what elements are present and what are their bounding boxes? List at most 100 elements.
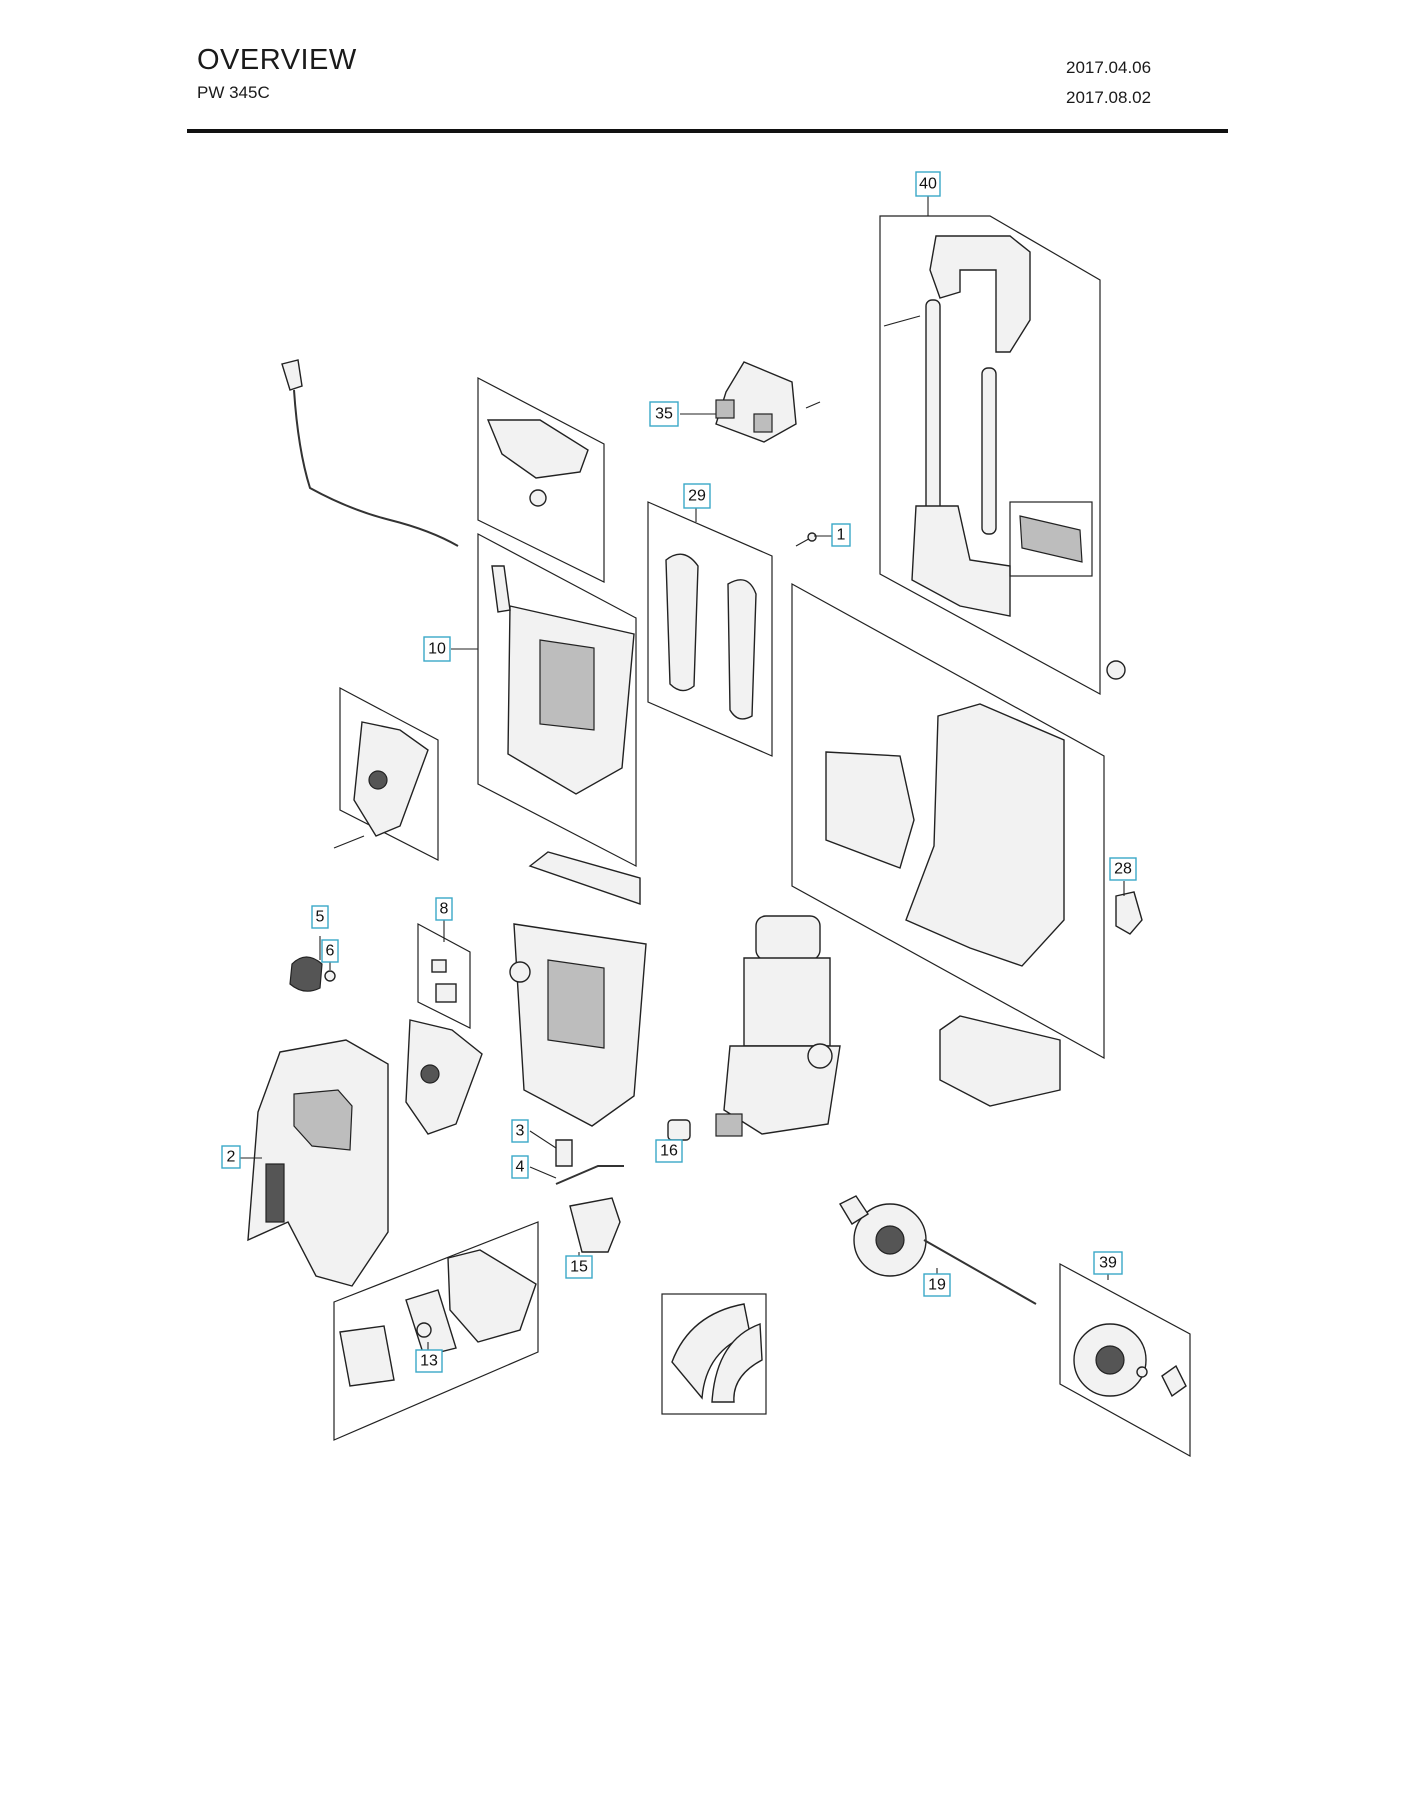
power-cord	[293, 389, 459, 547]
chassis-lower-knob	[509, 961, 531, 983]
tray-knob	[416, 1322, 432, 1338]
callout-3-label: 3	[516, 1123, 525, 1140]
axle	[923, 1239, 1037, 1305]
upper-knob	[529, 489, 547, 507]
callout-6-label: 6	[326, 943, 335, 960]
power-plug	[281, 359, 303, 391]
tray-plate	[339, 1325, 395, 1387]
lower-trim-piece	[528, 851, 641, 905]
main-housing-kit	[791, 582, 1105, 1107]
front-cover-logo	[265, 1163, 285, 1223]
callout-6: 6	[321, 939, 339, 963]
callout-5: 5	[311, 905, 329, 929]
chassis-motor-bay	[539, 639, 595, 731]
top-cover-part	[715, 361, 821, 443]
callout-29-label: 29	[688, 488, 706, 505]
side-clip	[1115, 891, 1143, 935]
leader-lines	[240, 196, 1125, 1350]
switch-frame	[417, 922, 471, 1029]
front-panel-button	[368, 770, 388, 790]
callout-4-label: 4	[516, 1159, 525, 1176]
callout-35-label: 35	[655, 406, 673, 423]
top-cover-screw	[805, 401, 821, 409]
bracket-part	[555, 1139, 573, 1167]
callout-28-label: 28	[1114, 861, 1132, 878]
callout-2: 2	[221, 1145, 241, 1169]
storage-tray-kit	[333, 1221, 539, 1441]
wheel-washer	[1136, 1366, 1148, 1378]
upper-cover-group	[477, 377, 605, 583]
callout-4: 4	[511, 1155, 529, 1179]
motor-cap	[755, 915, 821, 961]
upper-cover-frame	[477, 377, 605, 583]
handle-assembly-frame	[879, 215, 1101, 696]
tray-gasket	[405, 1289, 457, 1357]
pump-motor-part	[715, 915, 841, 1137]
side-cover-right	[711, 1323, 763, 1403]
date-created: 2017.04.06	[1066, 58, 1152, 77]
wheel-cap-right	[1161, 1364, 1187, 1398]
callout-10: 10	[423, 636, 451, 662]
leader-3	[529, 1130, 557, 1149]
housing-rear-shell	[905, 703, 1065, 967]
front-panel-screw	[333, 835, 365, 849]
callout-1: 1	[831, 523, 851, 547]
housing-inner-panel	[825, 751, 915, 869]
callout-8: 8	[435, 897, 453, 921]
callout-29: 29	[683, 483, 711, 509]
callout-15: 15	[565, 1255, 593, 1279]
callout-40: 40	[915, 171, 941, 197]
handle-cap	[1106, 660, 1126, 680]
callout-10-label: 10	[428, 641, 446, 658]
lower-front-panel-button	[420, 1064, 440, 1084]
screw-head	[807, 532, 817, 542]
top-cover-slot-left	[715, 399, 735, 419]
side-cover-frame	[661, 1293, 767, 1415]
left-tube	[925, 299, 941, 535]
chassis-lower-motor-bay	[547, 959, 605, 1049]
callout-1-label: 1	[837, 527, 846, 544]
inlet-fitting	[667, 1119, 691, 1141]
front-panel	[353, 721, 429, 837]
callout-5-label: 5	[316, 909, 325, 926]
callout-3: 3	[511, 1119, 529, 1143]
front-cover	[247, 1039, 389, 1287]
wheel-left-hub	[875, 1225, 905, 1255]
switch-upper	[431, 959, 447, 973]
upper-trim-piece	[486, 419, 589, 479]
tray-cup	[447, 1249, 537, 1343]
wheel-kit-frame	[1059, 1262, 1191, 1458]
callout-39-label: 39	[1099, 1255, 1117, 1272]
switch-knob-part	[289, 936, 336, 992]
header-rule	[187, 129, 1228, 133]
chassis-half-frame	[477, 533, 637, 867]
switch-body	[435, 983, 457, 1003]
page-title: OVERVIEW	[197, 44, 357, 76]
top-cover-slot-right	[753, 413, 773, 433]
callout-8-label: 8	[440, 901, 449, 918]
callout-39: 39	[1093, 1251, 1123, 1275]
motor-body	[743, 957, 831, 1047]
hose-holder-left	[665, 553, 699, 692]
callout-2-label: 2	[227, 1149, 236, 1166]
front-panel-kit	[333, 687, 439, 861]
clip-detail	[1019, 515, 1083, 563]
top-cover	[715, 361, 797, 443]
hose-holder-frame	[647, 501, 773, 757]
switch-oring	[324, 970, 336, 982]
callout-19-label: 19	[928, 1277, 946, 1294]
housing-base-tray	[939, 1015, 1061, 1107]
right-tube	[981, 367, 997, 535]
clip-detail-frame	[1009, 501, 1093, 577]
handle-grip	[929, 235, 1031, 353]
main-housing-frame	[791, 582, 1105, 1060]
hose-holder-right	[727, 579, 757, 720]
pump-inlet	[715, 1113, 743, 1137]
front-panel-frame	[339, 687, 439, 861]
callout-16: 16	[655, 1139, 683, 1163]
handle-bolt	[883, 315, 921, 327]
callout-13: 13	[415, 1349, 443, 1373]
pump-outlet	[807, 1043, 833, 1069]
wheel-right-hub	[1095, 1345, 1125, 1375]
